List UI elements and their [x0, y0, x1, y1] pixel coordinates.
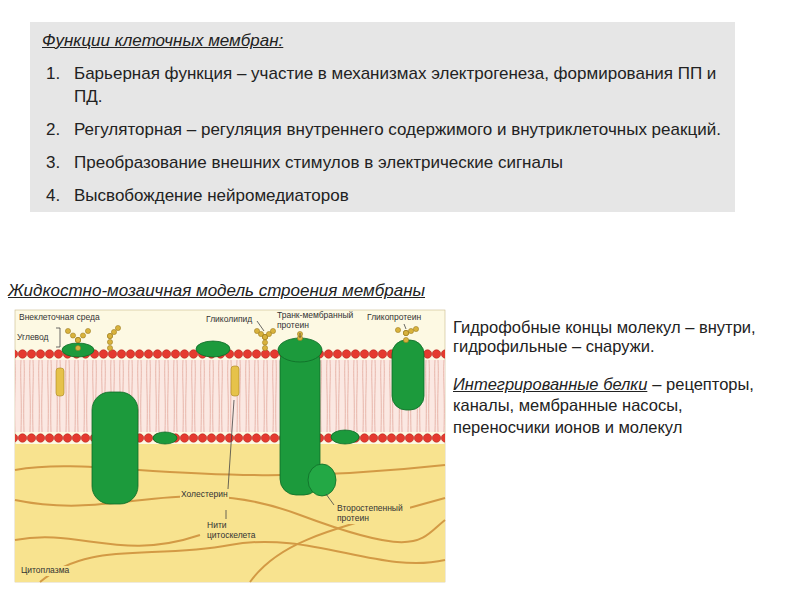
sugar-bead	[107, 333, 112, 338]
part-label: Гликопротеин	[366, 313, 422, 323]
region-label: Цитоплазма	[20, 566, 70, 576]
sugar-bead	[403, 330, 408, 335]
protein	[92, 392, 138, 504]
cholesterol	[56, 366, 239, 396]
item-text: Преобразование внешних стимулов в электр…	[74, 152, 721, 175]
sugar-bead	[270, 328, 275, 333]
protein-blob	[196, 341, 230, 357]
list-row: 3.Преобразование внешних стимулов в элек…	[42, 152, 721, 175]
sugar-bead	[403, 337, 408, 342]
item-number: 4.	[42, 185, 74, 208]
protein-blob	[331, 430, 359, 444]
sugar-bead	[80, 333, 85, 338]
sugar-bead	[75, 337, 80, 342]
protein-top	[278, 338, 322, 362]
sugar-bead	[403, 330, 408, 335]
sugar-bead	[262, 345, 267, 350]
note-paragraph: Интегрированные белки– рецепторы, каналы…	[453, 374, 783, 438]
proteins	[62, 338, 424, 504]
sugar-bead	[111, 329, 116, 334]
region-label: Внеклеточная среда	[18, 313, 101, 323]
part-label: Гликолипид	[205, 315, 253, 325]
part-label: Нити цитоскелета	[206, 521, 268, 541]
peripheral-protein	[308, 464, 336, 496]
sugar-bead	[107, 333, 112, 338]
inner-lipid-heads	[15, 432, 445, 444]
item-text: Высвобождение нейромедиаторов	[74, 185, 721, 208]
sugar-bead	[107, 339, 112, 344]
protein-blob	[153, 432, 177, 444]
sugar-bead	[70, 333, 75, 338]
sugar-bead	[395, 327, 400, 332]
cytoskeleton-filaments	[15, 465, 445, 582]
sugar-bead	[85, 328, 90, 333]
part-label: Холестерин	[180, 490, 229, 500]
leader-lines	[56, 321, 406, 519]
functions-panel: Функции клеточных мембран: 1.Барьерная фу…	[30, 22, 735, 212]
section-heading: Жидкостно-мозаичная модель строения мемб…	[8, 281, 425, 301]
sugar-bead	[254, 328, 259, 333]
sugar-bead	[75, 337, 80, 342]
carbohydrate-chains	[65, 325, 418, 350]
item-number: 3.	[42, 152, 74, 175]
sugar-bead	[262, 340, 267, 345]
sugar-bead	[408, 328, 413, 333]
sugar-bead	[75, 345, 80, 350]
sugar-bead	[65, 328, 70, 333]
item-text: Регуляторная – регуляция внутреннего сод…	[74, 119, 721, 142]
list-row: 2.Регуляторная – регуляция внутреннего с…	[42, 119, 721, 142]
lipid-tail-strokes	[15, 360, 445, 432]
lipid-tails	[15, 360, 445, 432]
glycoprotein-body	[392, 340, 424, 410]
sugar-bead	[403, 330, 408, 335]
protein-blob	[62, 343, 94, 357]
item-number: 1.	[42, 63, 74, 109]
panel-title: Функции клеточных мембран:	[42, 30, 721, 53]
list-row: 4.Высвобождение нейромедиаторов	[42, 185, 721, 208]
extracellular-ground	[15, 310, 445, 582]
item-text: Барьерная функция – участие в механизмах…	[74, 63, 721, 109]
sugar-bead	[115, 325, 120, 330]
sugar-bead	[75, 337, 80, 342]
note-text: Гидрофобные концы молекул – внутри, гидр…	[453, 318, 783, 356]
part-label: Второстепенный протеин	[336, 504, 410, 524]
part-label: Углевод	[16, 333, 50, 343]
note-term: Интегрированные белки	[453, 375, 647, 393]
item-number: 2.	[42, 119, 74, 142]
list-row: 1.Барьерная функция – участие в механизм…	[42, 63, 721, 109]
part-label: Транк-мембранный протеин	[276, 311, 356, 331]
sugar-bead	[107, 345, 112, 350]
sugar-bead	[413, 326, 418, 331]
